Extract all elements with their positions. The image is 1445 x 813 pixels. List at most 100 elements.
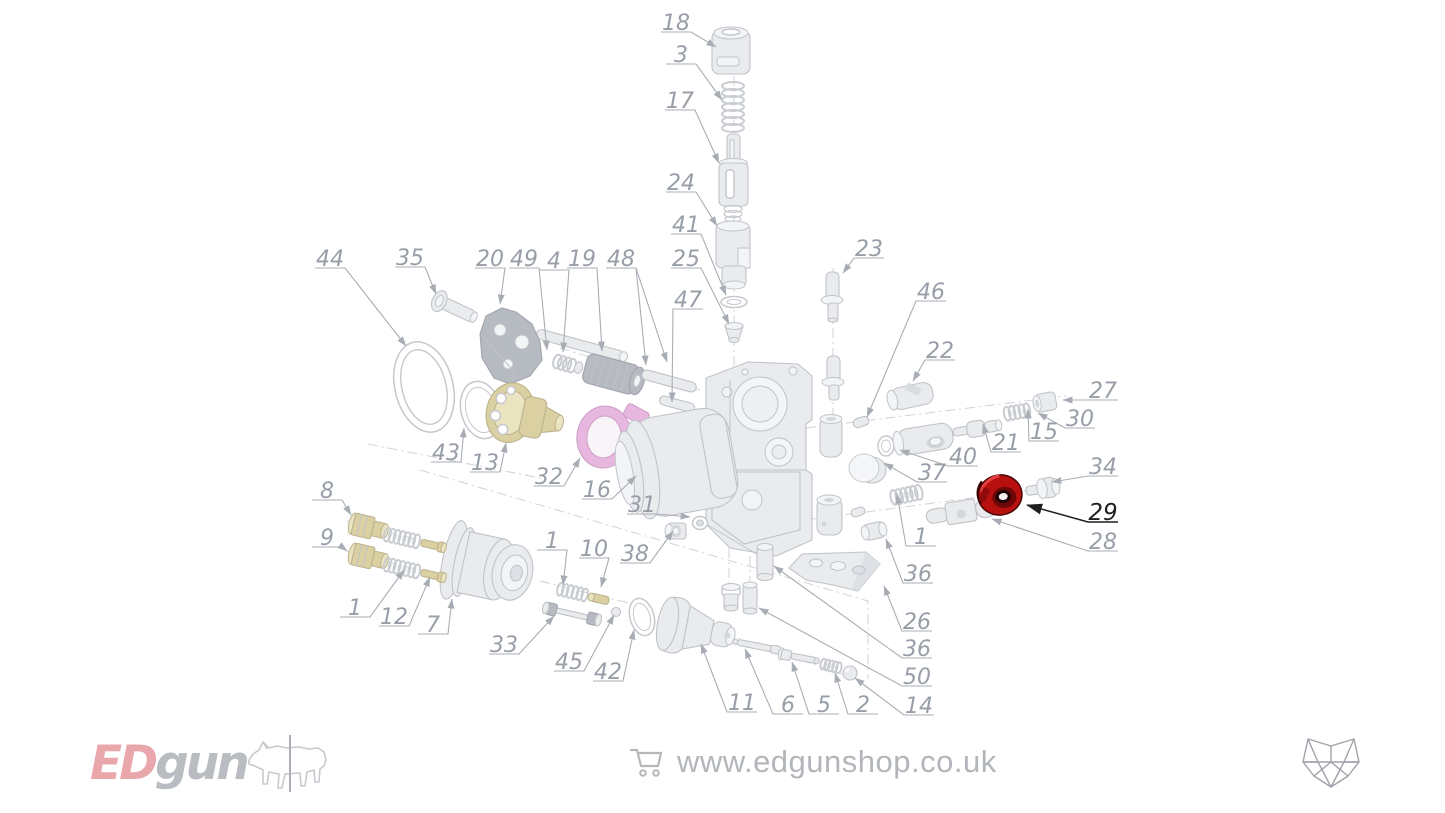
part-24-valve-body <box>715 220 751 290</box>
part-label-37[interactable]: 37 <box>883 461 947 486</box>
part-label-42[interactable]: 42 <box>593 629 636 685</box>
part-label-35[interactable]: 35 <box>395 246 437 295</box>
part-number-text: 19 <box>568 247 596 272</box>
part-label-18[interactable]: 18 <box>661 11 717 48</box>
part-label-9[interactable]: 9 <box>312 526 348 552</box>
part-label-34[interactable]: 34 <box>1051 455 1118 484</box>
part-label-36[interactable]: 36 <box>885 538 933 587</box>
part-8-fitting-chain <box>347 512 447 554</box>
part-number-text: 15 <box>1030 420 1058 445</box>
part-label-40[interactable]: 40 <box>899 445 978 470</box>
part-38-screw <box>664 522 687 540</box>
part-label-17[interactable]: 17 <box>665 89 720 164</box>
part-number-text: 35 <box>396 246 424 271</box>
part-label-13[interactable]: 13 <box>470 442 508 476</box>
part-label-12[interactable]: 12 <box>379 576 431 630</box>
part-label-16[interactable]: 16 <box>582 475 637 503</box>
part-label-11[interactable]: 11 <box>700 643 757 716</box>
part-label-5[interactable]: 5 <box>791 661 839 718</box>
part-label-48[interactable]: 48 <box>606 247 668 366</box>
part-number-text: 10 <box>580 537 608 562</box>
part-label-15[interactable]: 15 <box>1024 408 1059 445</box>
part-label-10[interactable]: 10 <box>579 537 610 588</box>
part-label-14[interactable]: 14 <box>854 677 934 719</box>
part-19-adjuster <box>582 353 646 396</box>
part-34-bushing <box>1025 476 1061 500</box>
part-label-29-highlight[interactable]: 29 <box>1026 500 1118 526</box>
part-label-47[interactable]: 47 <box>668 288 703 403</box>
part-label-20[interactable]: 20 <box>475 247 506 305</box>
part-number-text: 33 <box>490 633 518 658</box>
part-label-43[interactable]: 43 <box>431 427 467 466</box>
part-label-4[interactable]: 4 <box>539 249 570 353</box>
part-label-28[interactable]: 28 <box>991 518 1118 555</box>
part-label-30[interactable]: 30 <box>1037 407 1095 432</box>
part-number-text: 30 <box>1066 407 1094 432</box>
part-label-22[interactable]: 22 <box>912 339 955 382</box>
dog-logo-icon <box>247 741 327 789</box>
part-label-1[interactable]: 1 <box>340 569 405 621</box>
part-label-3[interactable]: 3 <box>666 43 723 101</box>
part-label-31[interactable]: 31 <box>627 493 691 520</box>
part-label-1[interactable]: 1 <box>895 493 936 550</box>
part-number-text: 28 <box>1089 530 1117 555</box>
part-label-6[interactable]: 6 <box>744 648 803 718</box>
part-number-text: 18 <box>662 11 690 36</box>
footer-divider <box>289 735 291 792</box>
part-label-38[interactable]: 38 <box>620 530 674 567</box>
part-25-seal-cone <box>724 322 744 344</box>
part-label-50[interactable]: 50 <box>758 607 932 690</box>
part-6-rod <box>732 638 782 655</box>
part-label-36[interactable]: 36 <box>773 565 932 662</box>
edgun-logo: EDgun <box>90 738 331 798</box>
part-23-pins <box>820 271 845 401</box>
fox-logo-icon <box>1302 738 1360 788</box>
part-29-collar-highlighted[interactable] <box>975 472 1024 518</box>
part-number-text: 17 <box>666 89 694 114</box>
part-number-text: 29 <box>1088 500 1117 526</box>
part-10-pin <box>587 592 610 605</box>
part-label-7[interactable]: 7 <box>418 598 455 638</box>
part-label-2[interactable]: 2 <box>834 672 878 718</box>
parts-drawing <box>346 26 1067 682</box>
part-1-spring-right <box>889 483 924 506</box>
part-label-32[interactable]: 32 <box>534 457 581 490</box>
part-number-text: 8 <box>320 479 334 504</box>
part-label-26[interactable]: 26 <box>883 585 932 635</box>
part-number-text: 25 <box>672 247 700 272</box>
part-label-45[interactable]: 45 <box>554 614 615 675</box>
part-label-46[interactable]: 46 <box>866 280 946 418</box>
part-number-text: 1 <box>545 529 559 554</box>
part-number-text: 7 <box>426 613 440 638</box>
part-37-plug <box>848 453 887 484</box>
part-label-21[interactable]: 21 <box>982 423 1021 456</box>
part-number-text: 13 <box>471 451 499 476</box>
part-41-oring <box>720 295 748 309</box>
part-number-text: 24 <box>667 171 695 196</box>
part-label-41[interactable]: 41 <box>671 213 727 296</box>
part-label-27[interactable]: 27 <box>1062 379 1118 404</box>
part-7-pulley <box>439 520 534 601</box>
part-35-screw <box>430 290 478 323</box>
part-number-text: 49 <box>510 247 538 272</box>
part-label-1[interactable]: 1 <box>537 529 568 586</box>
part-label-33[interactable]: 33 <box>489 615 555 658</box>
part-number-text: 6 <box>781 693 795 718</box>
part-label-25[interactable]: 25 <box>671 247 730 325</box>
part-label-23[interactable]: 23 <box>842 237 884 274</box>
part-number-text: 3 <box>674 43 688 68</box>
part-5-rod <box>777 647 820 665</box>
part-label-44[interactable]: 44 <box>315 247 407 347</box>
part-20-trigger-bracket <box>479 307 629 385</box>
part-label-24[interactable]: 24 <box>666 171 718 227</box>
part-number-text: 34 <box>1089 455 1117 480</box>
part-number-text: 43 <box>432 441 460 466</box>
part-21-valve-housing <box>892 422 954 456</box>
part-label-19[interactable]: 19 <box>567 247 605 352</box>
website-link[interactable]: www.edgunshop.co.uk <box>629 744 997 780</box>
part-label-8[interactable]: 8 <box>312 479 352 516</box>
part-45-ball <box>610 606 622 618</box>
part-16-cylinder <box>614 407 739 520</box>
part-label-49[interactable]: 49 <box>509 247 550 351</box>
part-number-text: 5 <box>817 693 831 718</box>
